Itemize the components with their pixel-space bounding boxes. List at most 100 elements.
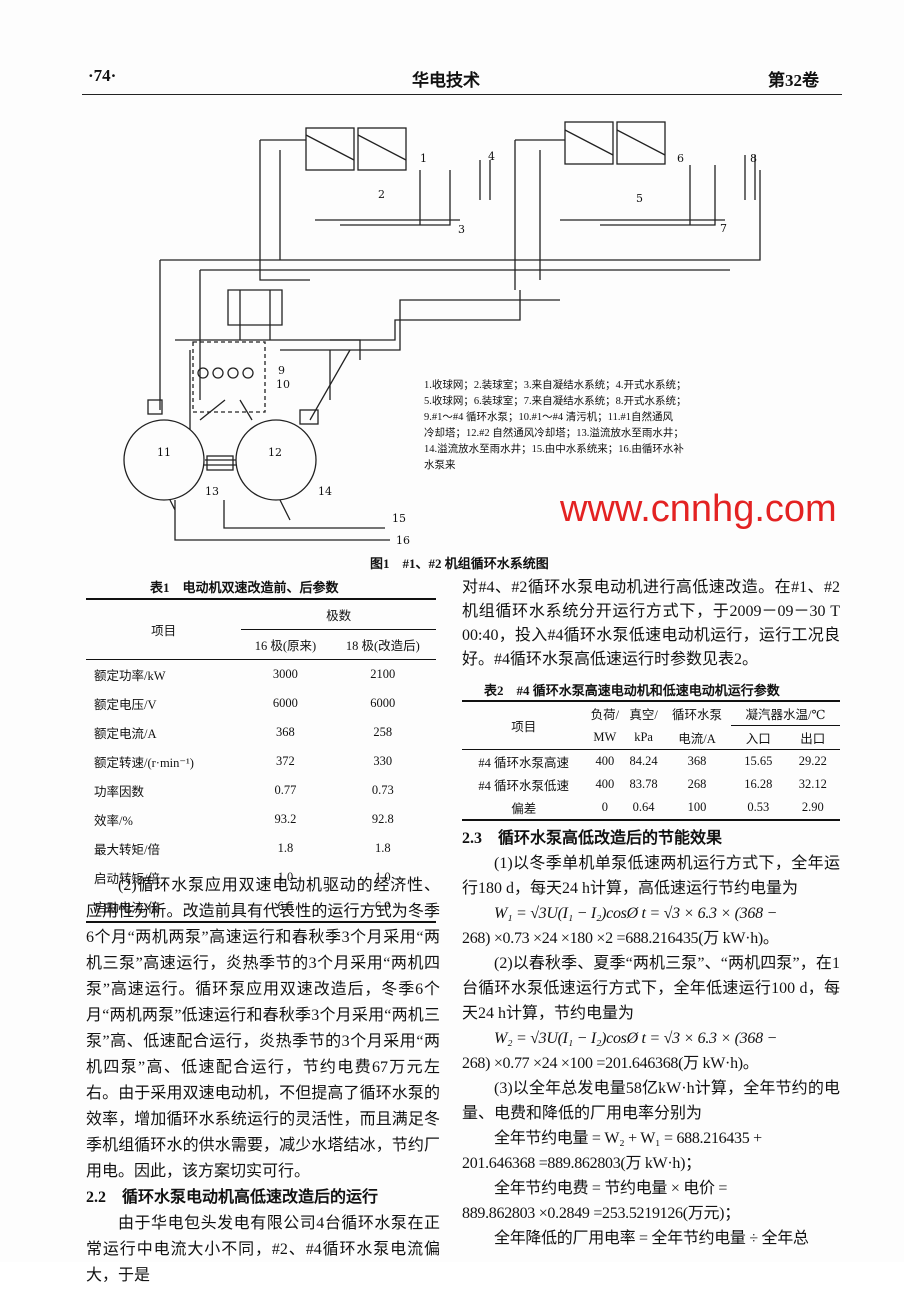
journal-name: 华电技术 <box>412 71 480 90</box>
equation: 全年降低的厂用电率 = 全年节约电量 ÷ 全年总 <box>494 1230 809 1247</box>
paragraph: 由于华电包头发电有限公司4台循环水泵在正常运行中电流大小不同，#2、#4循环水泵… <box>86 1215 440 1284</box>
table-cell: 0.77 <box>274 783 297 797</box>
table-cell: 268 <box>687 777 707 791</box>
paragraph: (2)以春秋季、夏季“两机三泵”、“两机四泵”，在1台循环水泵低速运行方式下，全… <box>462 955 840 1022</box>
table-cell: 83.78 <box>629 777 658 791</box>
table2-header-load-unit: MW <box>593 729 617 744</box>
equation: 201.646368 =889.862803(万 kW·h)； <box>462 1155 701 1172</box>
equation: 全年节约电量 = W₂ + W₁ = 688.216435 + <box>494 1130 762 1147</box>
table1-header-item: 项目 <box>86 599 242 660</box>
table-cell: 1.8 <box>374 841 391 855</box>
table2: 项目 负荷/ 真空/ 循环水泵 凝汽器水温/℃ MW kPa 电流/A 入口 出… <box>462 700 840 821</box>
table-cell: 0 <box>601 800 608 814</box>
table-cell: 0.73 <box>371 783 394 797</box>
diagram-label-6: 6 <box>677 152 684 165</box>
table-cell: 2.90 <box>801 800 824 814</box>
table-cell: 6000 <box>370 696 396 710</box>
volume: 第32卷 <box>768 71 819 90</box>
header-rule <box>82 94 842 95</box>
legend-line: 9.#1～#4 循环水泵；10.#1～#4 清污机；11.#1自然通风 <box>424 412 673 423</box>
table1-title: 表1 电动机双速改造前、后参数 <box>150 580 339 595</box>
paragraph: (2)循环水泵应用双速电动机驱动的经济性、应用性分析。改造前具有代表性的运行方式… <box>86 877 440 1180</box>
diagram-label-14: 14 <box>318 485 332 498</box>
table-cell: 偏差 <box>511 802 537 816</box>
table-row: 额定转速/(r·min⁻¹) 372 330 <box>86 747 436 776</box>
table-cell: #4 循环水泵低速 <box>478 779 570 793</box>
right-column-body: 2.3 循环水泵高低改造后的节能效果 (1)以冬季单机单泵低速两机运行方式下，全… <box>462 826 840 1251</box>
figure-legend: 1.收球网；2.装球室；3.来自凝结水系统；4.开式水系统； 5.收球网；6.装… <box>424 378 724 474</box>
legend-line: 水泵来 <box>424 460 456 471</box>
table-cell: 1.0 <box>277 870 294 884</box>
legend-line: 冷却塔；12.#2 自然通风冷却塔；13.溢流放水至雨水井； <box>424 428 684 439</box>
equation: 全年节约电费 = 节约电量 × 电价 = <box>494 1180 728 1197</box>
table-cell: 2100 <box>370 667 396 681</box>
table2-header-vacuum-unit: kPa <box>634 729 653 744</box>
table-cell: 6.0 <box>374 899 391 913</box>
table-cell: 0.64 <box>632 800 655 814</box>
table-cell: #4 循环水泵高速 <box>478 756 570 770</box>
equation: 268) ×0.77 ×24 ×100 =201.646368(万 kW·h)。 <box>462 1055 759 1072</box>
equation: 268) ×0.73 ×24 ×180 ×2 =688.216435(万 kW·… <box>462 930 779 947</box>
diagram-label-9: 9 <box>278 364 285 377</box>
cooling-tower-12 <box>235 419 317 501</box>
right-paragraph-top: 对#4、#2循环水泵电动机进行高低速改造。在#1、#2机组循环水系统分开运行方式… <box>462 579 840 668</box>
table-cell: 93.2 <box>274 812 297 826</box>
diagram-label-1: 1 <box>420 152 427 165</box>
table-cell: 29.22 <box>798 754 827 768</box>
equation: W₁ = √3U(I₁ − I₂)cosØ t = √3 × 6.3 × (36… <box>494 905 777 922</box>
table-cell: 额定电压/V <box>94 698 157 712</box>
table2-header-temp: 凝汽器水温/℃ <box>731 701 840 726</box>
table2-header-vacuum: 真空/ <box>629 708 658 723</box>
table-cell: 额定转速/(r·min⁻¹) <box>94 756 194 770</box>
table-cell: 368 <box>687 754 707 768</box>
condenser-b <box>357 127 407 171</box>
diagram-label-5: 5 <box>636 192 643 205</box>
table2-header-item: 项目 <box>511 720 537 734</box>
diagram-label-12: 12 <box>268 446 282 459</box>
table2-header-current-unit: 电流/A <box>678 731 716 746</box>
legend-line: 1.收球网；2.装球室；3.来自凝结水系统；4.开式水系统； <box>424 380 687 391</box>
diagram-label-11: 11 <box>157 446 171 459</box>
table-cell: 1.0 <box>374 870 391 884</box>
table-cell: 368 <box>276 725 295 739</box>
diagram-label-15: 15 <box>392 512 406 525</box>
circulating-water-system-diagram: 1 2 3 4 5 6 7 8 9 10 11 12 13 14 15 16 <box>123 121 761 547</box>
table1-header-18pole: 18 极(改造后) <box>329 629 436 660</box>
diagram-label-8: 8 <box>750 152 757 165</box>
table-row: 启动转矩/倍 1.0 1.0 <box>86 863 436 892</box>
watermark: www.cnnhg.com <box>560 488 837 530</box>
table-cell: 372 <box>276 754 295 768</box>
table2-header-inlet: 入口 <box>745 732 771 746</box>
table-cell: 6000 <box>272 696 298 710</box>
condenser-a <box>305 127 355 171</box>
equation: W₂ = √3U(I₁ − I₂)cosØ t = √3 × 6.3 × (36… <box>494 1030 777 1047</box>
table-cell: 启动电流/倍 <box>94 901 160 915</box>
table2-header-load: 负荷/ <box>590 708 620 723</box>
table-cell: 0.53 <box>747 800 770 814</box>
table1-header-poles: 极数 <box>241 599 436 630</box>
table-cell: 100 <box>687 800 707 814</box>
figure-caption: 图1 #1、#2 机组循环水系统图 <box>370 556 549 571</box>
legend-line: 14.溢流放水至雨水井；15.由中水系统来；16.由循环水补 <box>424 444 684 455</box>
condenser-c <box>564 121 614 165</box>
table-cell: 启动转矩/倍 <box>94 872 160 886</box>
table-cell: 16.28 <box>744 777 773 791</box>
table-cell: 330 <box>373 754 393 768</box>
diagram-label-13: 13 <box>205 485 219 498</box>
page: { "header":{"page":"·74·","journal":"华电技… <box>82 66 842 1284</box>
table1-header-16pole: 16 极(原来) <box>241 629 330 660</box>
section-heading-2-3: 2.3 循环水泵高低改造后的节能效果 <box>462 830 723 847</box>
table-cell: 6.5 <box>277 899 294 913</box>
table-cell: 400 <box>595 754 615 768</box>
table-cell: 92.8 <box>371 812 394 826</box>
table-cell: 额定电流/A <box>94 727 157 741</box>
diagram-label-3: 3 <box>458 223 465 236</box>
table-cell: 最大转矩/倍 <box>94 843 160 857</box>
